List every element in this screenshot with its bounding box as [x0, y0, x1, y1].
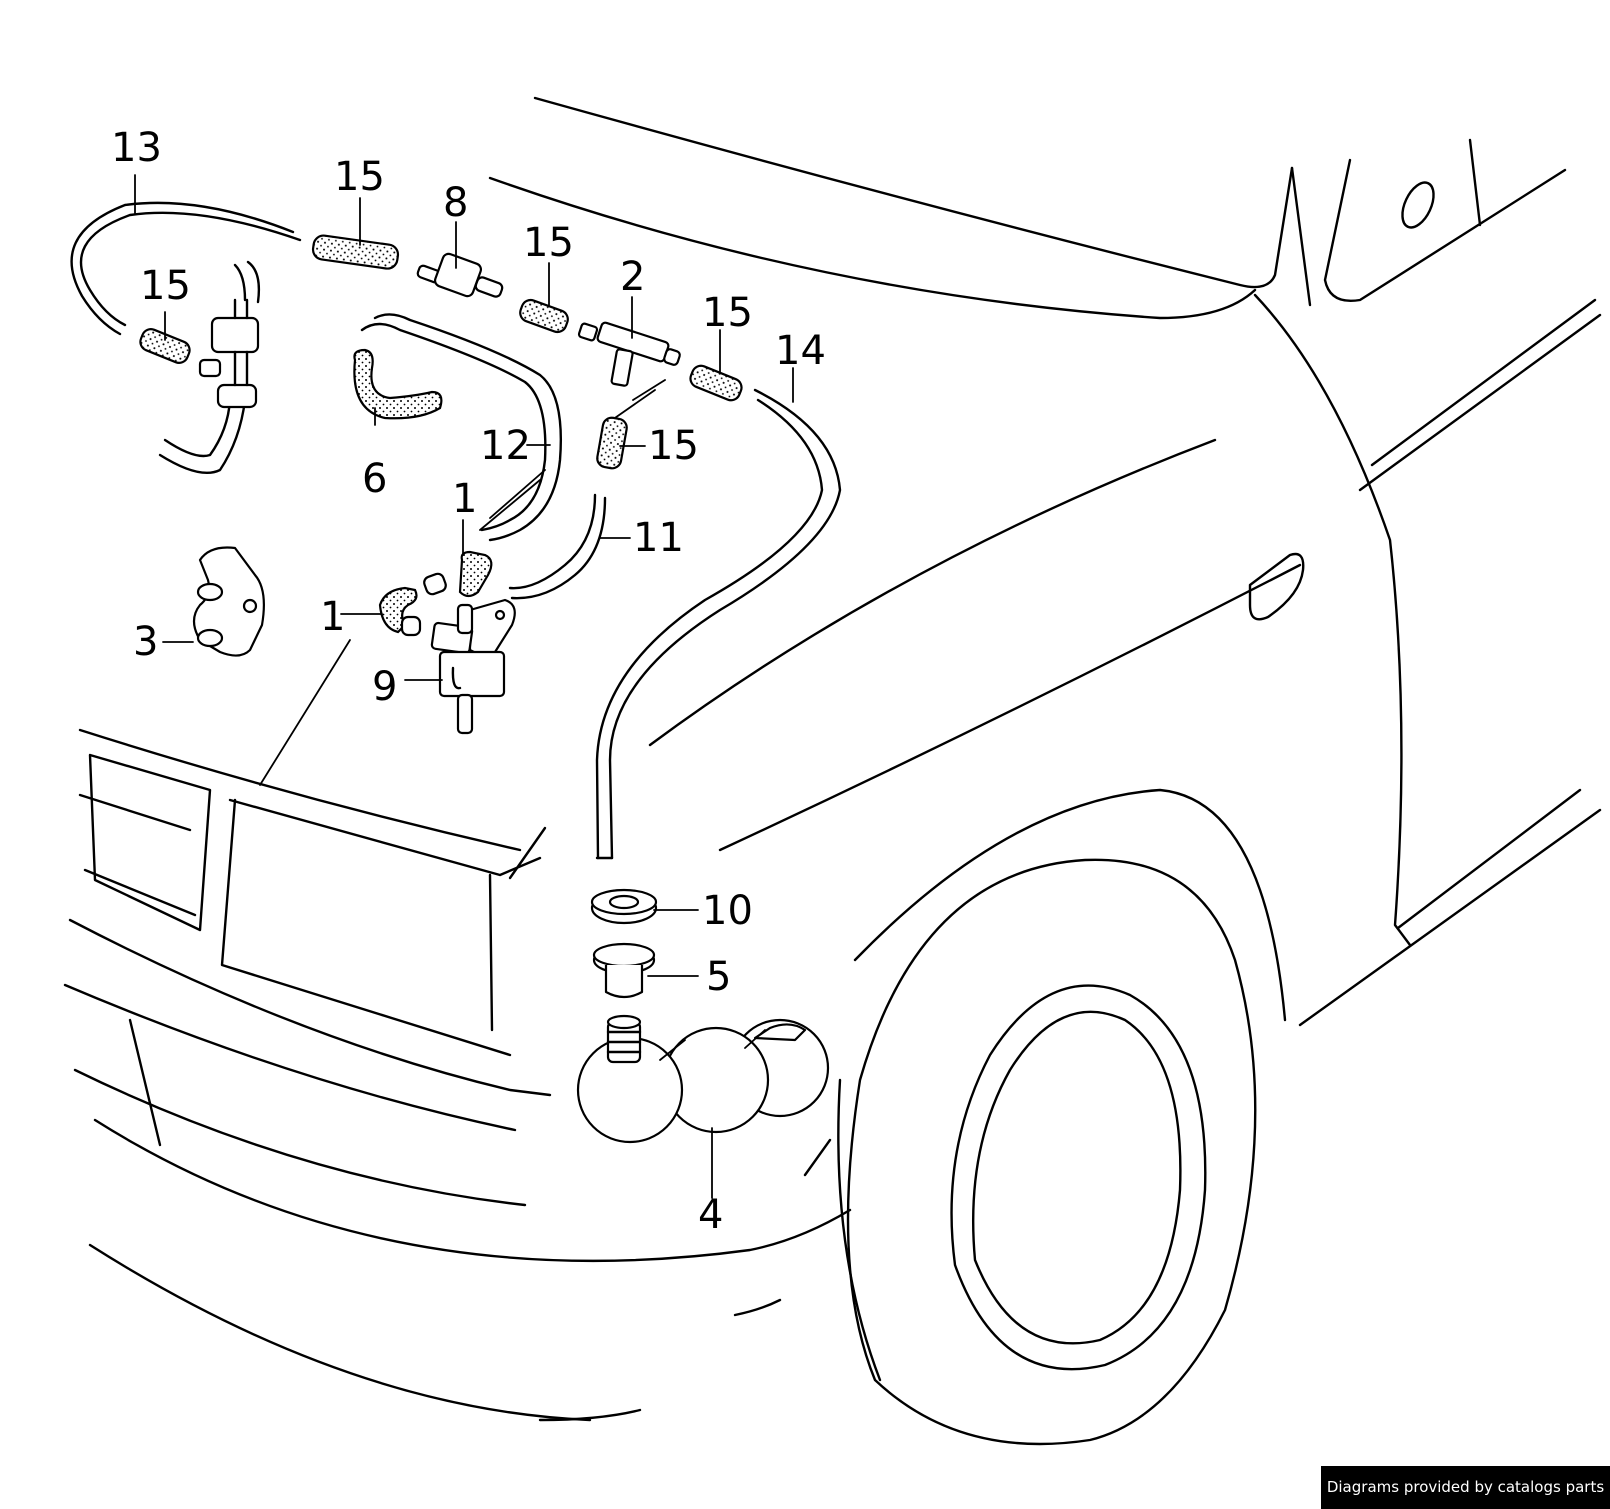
callout-4: 4	[698, 1192, 723, 1238]
callout-15: 15	[648, 423, 699, 469]
hoses	[70, 201, 842, 860]
hose-connector-15	[596, 416, 628, 470]
callout-1: 1	[452, 476, 477, 522]
callout-15: 15	[140, 263, 191, 309]
callout-2: 2	[620, 254, 645, 300]
callout-10: 10	[702, 888, 753, 934]
bracket-3	[192, 546, 265, 657]
callout-12: 12	[480, 423, 531, 469]
elbow-1	[378, 586, 418, 634]
hose-connector-15	[519, 298, 569, 334]
callout-6: 6	[362, 456, 387, 502]
callout-9: 9	[372, 664, 397, 710]
callout-labels: 13 15 15 8 15 2 15 14 6 12 15 1 11 3 1 9…	[111, 125, 826, 1238]
callout-13: 13	[111, 125, 162, 171]
hose-connector-15	[139, 328, 191, 364]
car-body-outline	[63, 96, 1602, 1422]
callout-11: 11	[633, 515, 684, 561]
check-valve-8	[433, 252, 483, 298]
callout-15: 15	[702, 290, 753, 336]
elbow-1	[458, 550, 493, 598]
callout-1: 1	[320, 594, 345, 640]
hose-connector-15	[311, 234, 400, 270]
leader-lines	[134, 174, 794, 1199]
parts	[139, 234, 830, 1144]
callout-8: 8	[443, 180, 468, 226]
callout-14: 14	[775, 328, 826, 374]
callout-3: 3	[133, 619, 158, 665]
diagram-credit: Diagrams provided by catalogs parts	[1321, 1466, 1610, 1509]
callout-15: 15	[334, 154, 385, 200]
front-wheel	[837, 858, 1257, 1446]
callout-15: 15	[523, 220, 574, 266]
hose-connector-15	[689, 364, 743, 402]
hose-6	[353, 348, 443, 420]
pump-body	[210, 316, 260, 354]
valve-9	[438, 650, 506, 698]
callout-5: 5	[706, 954, 731, 1000]
